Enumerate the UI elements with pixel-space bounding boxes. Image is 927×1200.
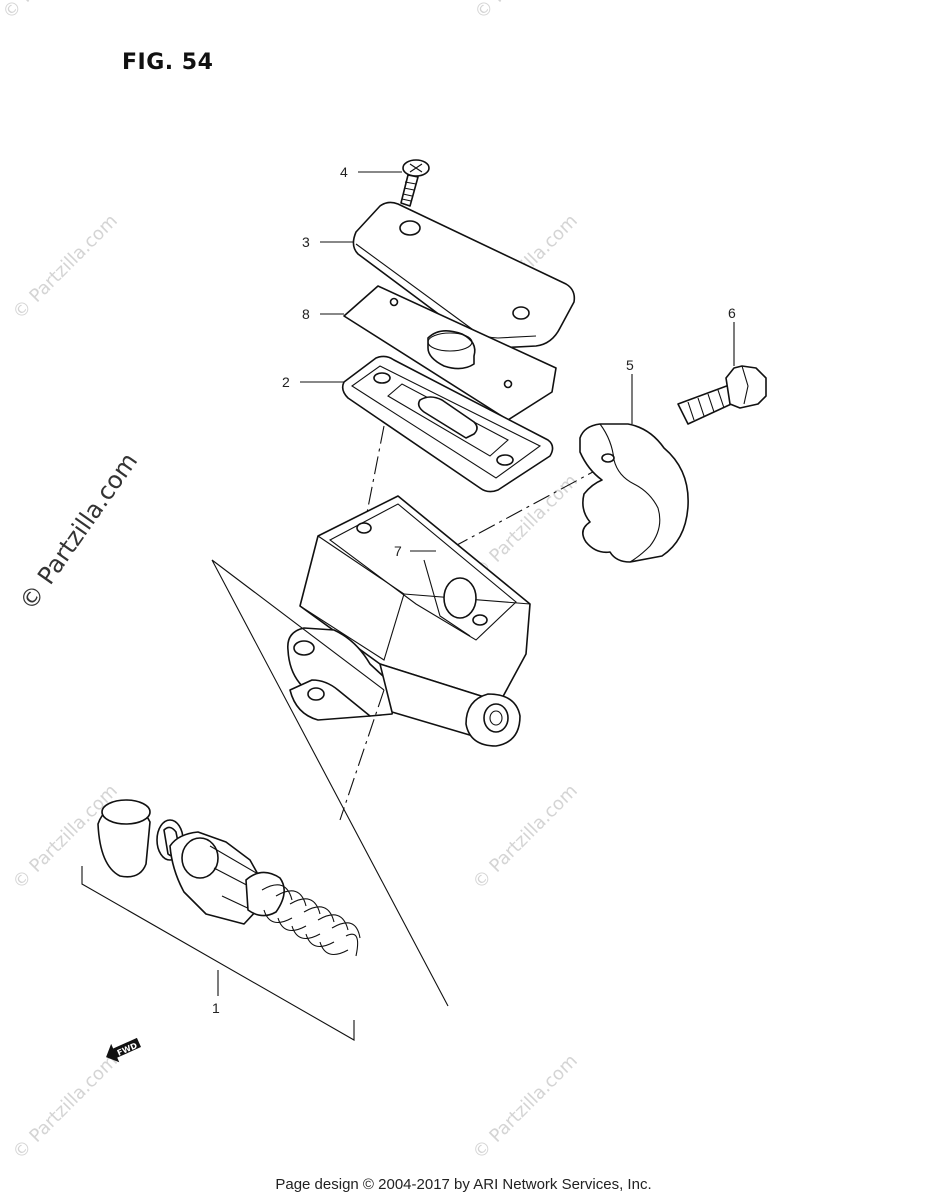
watermark: © Partzilla.com (469, 1050, 582, 1163)
callout-5: 5 (626, 357, 634, 373)
exploded-parts-diagram: © Partzilla.com © Partzilla.com © Partzi… (0, 0, 767, 1164)
page-footer: Page design © 2004-2017 by ARI Network S… (275, 1176, 652, 1193)
watermark: © Partzilla.com (9, 210, 122, 323)
part-5-clamp (579, 423, 689, 563)
callout-2: 2 (282, 374, 290, 390)
callout-3: 3 (302, 234, 310, 250)
watermark-primary: © Partzilla.com (14, 448, 143, 616)
callout-4: 4 (340, 164, 348, 180)
fwd-label: FWD (116, 1041, 139, 1058)
watermark: © Partzilla.com (9, 1050, 122, 1163)
watermark: © Partzilla.com (469, 780, 582, 893)
callout-layer: 4 3 8 2 6 5 7 1 (212, 164, 736, 1016)
figure-title: FIG. 54 (122, 50, 214, 75)
part-6-bolt (677, 365, 767, 425)
part-4-screw (400, 159, 430, 207)
part-8-diaphragm-plate (343, 285, 557, 421)
arrow-icon (106, 1037, 141, 1063)
watermark: © Partzilla.com (0, 0, 112, 24)
alignment-line (339, 689, 385, 821)
assembly-indicator-lines (211, 559, 449, 1007)
watermark: © Partzilla.com (471, 0, 584, 24)
part-1-piston-kit (81, 799, 361, 1041)
callout-1: 1 (212, 1000, 220, 1016)
callout-7: 7 (394, 543, 402, 559)
callout-8: 8 (302, 306, 310, 322)
master-cylinder-body (287, 495, 531, 747)
part-2-diaphragm (341, 355, 554, 493)
callout-6: 6 (728, 305, 736, 321)
